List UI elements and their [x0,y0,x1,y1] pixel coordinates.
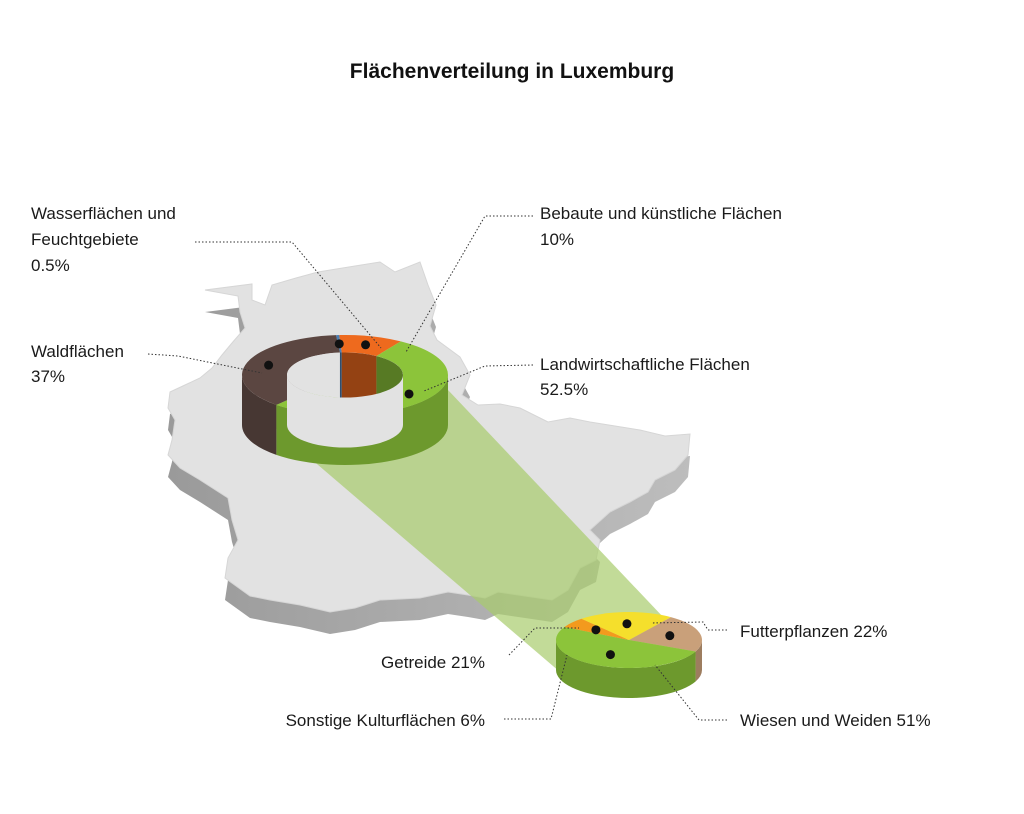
label-water-line1: Wasserflächen und [31,204,176,223]
dot-wasserflaechen-und-feuchtgebiete [334,339,344,349]
slice-futterpflanzen [629,617,703,652]
label-agri-pct: 52.5% [540,380,588,399]
label-forest-pct: 37% [31,367,65,386]
leader-getreide [508,627,579,656]
slice-bebaute-und-kuenstliche-flaechen [339,335,401,357]
inner-wall-bebaute-und-kuenstliche-flaechen [341,352,377,407]
label-built-pct: 10% [540,230,574,249]
slice-wiesen-und-weiden [556,626,696,668]
dot-getreide [622,619,632,629]
leader-sonstige [504,654,568,720]
dot-futterpflanzen [665,631,675,641]
agri-pie [556,612,703,698]
labels: Wasserflächen und Feuchtgebiete 0.5% Beb… [31,204,931,730]
label-forest-line1: Waldflächen [31,342,124,361]
side-waldflaechen [242,375,277,455]
leader-water [195,241,382,349]
label-wiesen: Wiesen und Weiden 51% [740,711,931,730]
leader-lines [147,215,727,721]
label-getreide: Getreide 21% [381,653,485,672]
leader-agri [423,364,534,392]
slice-waldflaechen [242,335,340,405]
dot-bebaute-und-kuenstliche-flaechen [361,340,371,350]
dot-sonstige-kulturflaechen [591,625,601,635]
label-sonstige: Sonstige Kulturflächen 6% [286,711,485,730]
dot-wiesen-und-weiden [605,650,615,660]
hole-floor [287,375,403,448]
label-futter: Futterpflanzen 22% [740,622,887,641]
dot-landwirtschaftliche-flaechen [404,389,414,399]
label-built-line1: Bebaute und künstliche Flächen [540,204,782,223]
label-agri-line1: Landwirtschaftliche Flächen [540,355,750,374]
label-water-line2: Feuchtgebiete [31,230,139,249]
inner-wall-wasserflaechen-und-feuchtgebiete [339,352,342,403]
side-wiesen-und-weiden [556,640,696,698]
dot-waldflaechen [264,360,274,370]
main-donut [242,335,449,465]
side-futterpflanzen [695,640,702,682]
chart-title: Flächenverteilung in Luxemburg [350,60,674,83]
leader-wiesen [654,664,727,721]
label-water-pct: 0.5% [31,256,70,275]
